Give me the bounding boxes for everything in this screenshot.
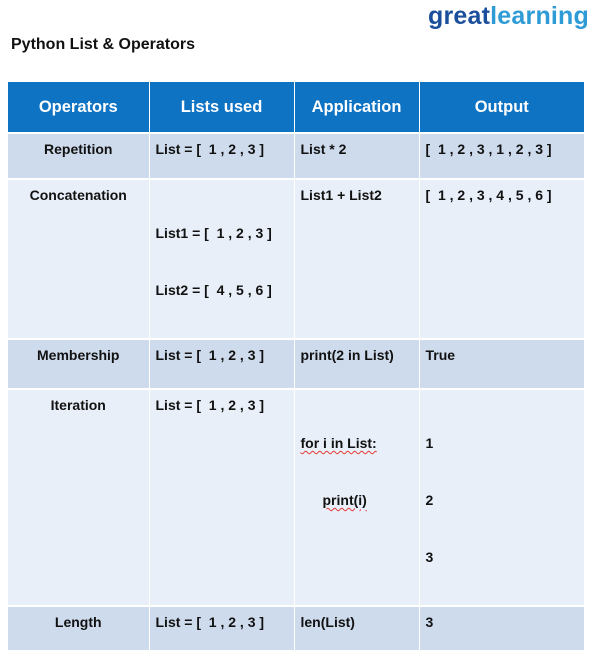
table-row-repetition: Repetition List = [ 1 , 2 , 3 ] List * 2… [8, 132, 584, 179]
app-line: len(List) [300, 614, 355, 630]
cell-lists: List = [ 1 , 2 , 3 ] [149, 605, 295, 650]
cell-operator: Length [8, 605, 150, 650]
cell-operator: Repetition [8, 132, 150, 179]
app-line: print(2 in List) [300, 347, 394, 363]
output-line: 3 [425, 614, 434, 630]
table-header-row: Operators Lists used Application Output [8, 82, 584, 133]
cell-operator: Membership [8, 338, 150, 389]
app-line: List1 + List2 [300, 187, 382, 203]
app-line: for i in List: [300, 435, 377, 451]
list-line: List1 = [ 1 , 2 , 3 ] [155, 225, 272, 241]
greatlearning-logo: greatlearning [428, 2, 589, 31]
page-title: Python List & Operators [11, 36, 196, 53]
app-line: List * 2 [300, 141, 347, 157]
cell-output: [ 1 , 2 , 3 , 4 , 5 , 6 ] [419, 178, 584, 339]
list-line: List = [ 1 , 2 , 3 ] [155, 397, 265, 413]
table-row-membership: Membership List = [ 1 , 2 , 3 ] print(2 … [8, 338, 584, 389]
cell-operator: Concatenation [8, 178, 150, 339]
output-line: True [425, 347, 456, 363]
cell-lists: List = [ 1 , 2 , 3 ] [149, 338, 295, 389]
cell-lists: List1 = [ 1 , 2 , 3 ] List2 = [ 4 , 5 , … [149, 178, 295, 339]
list-line: List2 = [ 4 , 5 , 6 ] [155, 282, 272, 298]
cell-operator: Iteration [8, 388, 150, 606]
cell-lists: List = [ 1 , 2 , 3 ] [149, 388, 295, 606]
cell-output: 1 2 3 [419, 388, 584, 606]
header-application: Application [294, 82, 420, 133]
app-line: print(i) [322, 492, 367, 508]
cell-output: [ 1 , 2 , 3 , 1 , 2 , 3 ] [419, 132, 584, 179]
header-lists-used: Lists used [149, 82, 295, 133]
list-line: List = [ 1 , 2 , 3 ] [155, 141, 265, 157]
cell-application: List1 + List2 [294, 178, 420, 339]
logo-learning-text: learning [490, 2, 589, 30]
table-row-length: Length List = [ 1 , 2 , 3 ] len(List) 3 [8, 605, 584, 650]
cell-application: print(2 in List) [294, 338, 420, 389]
cell-application: len(List) [294, 605, 420, 650]
cell-application: for i in List: print(i) [294, 388, 420, 606]
list-line: List = [ 1 , 2 , 3 ] [155, 614, 265, 630]
output-line: 2 [425, 492, 434, 508]
output-line: [ 1 , 2 , 3 , 4 , 5 , 6 ] [425, 187, 552, 203]
cell-output: True [419, 338, 584, 389]
operators-table: Operators Lists used Application Output … [8, 82, 584, 650]
table-row-iteration: Iteration List = [ 1 , 2 , 3 ] for i in … [8, 388, 584, 606]
header-output: Output [419, 82, 584, 133]
table-row-concatenation: Concatenation List1 = [ 1 , 2 , 3 ] List… [8, 178, 584, 339]
output-line: [ 1 , 2 , 3 , 1 , 2 , 3 ] [425, 141, 552, 157]
list-line: List = [ 1 , 2 , 3 ] [155, 347, 265, 363]
output-line: 1 [425, 435, 434, 451]
cell-lists: List = [ 1 , 2 , 3 ] [149, 132, 295, 179]
logo-great-text: great [428, 2, 491, 30]
output-line: 3 [425, 549, 434, 565]
cell-application: List * 2 [294, 132, 420, 179]
cell-output: 3 [419, 605, 584, 650]
header-operators: Operators [8, 82, 150, 133]
